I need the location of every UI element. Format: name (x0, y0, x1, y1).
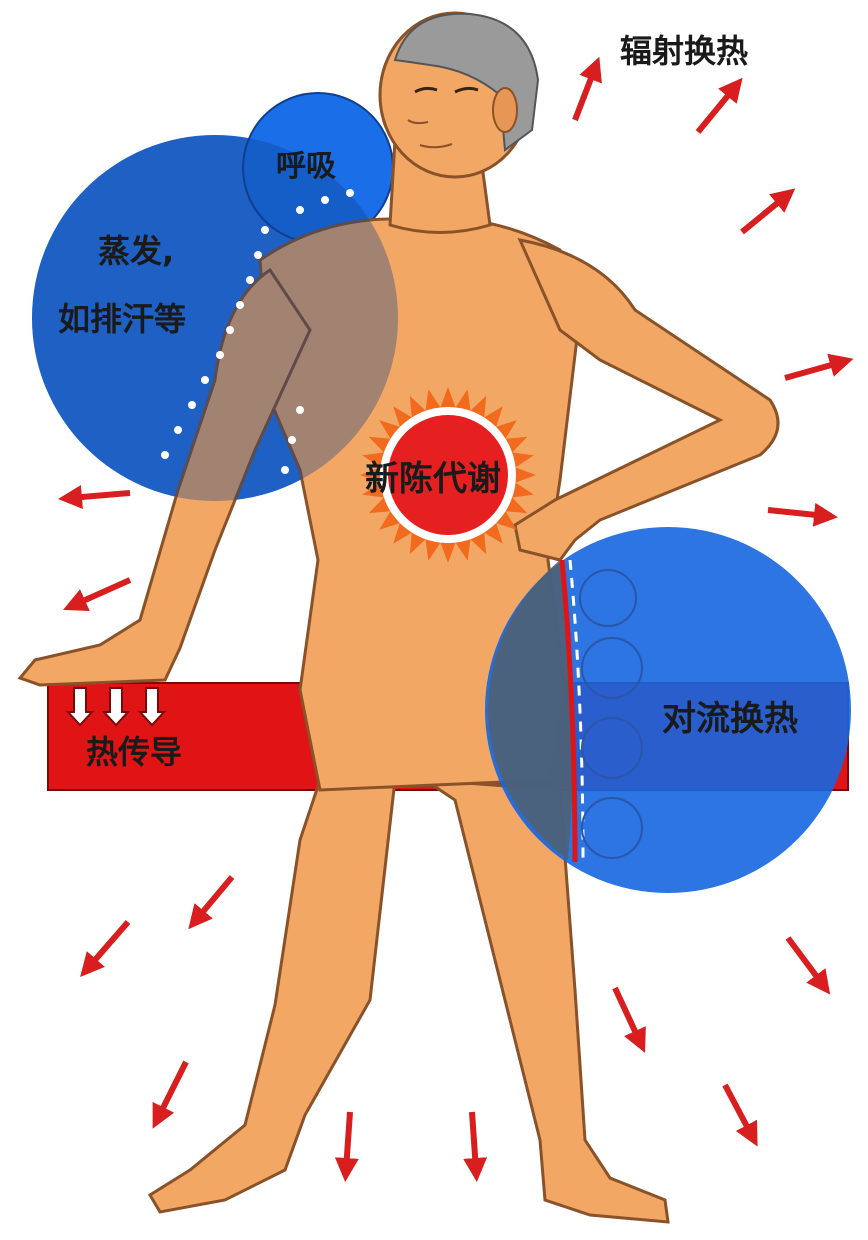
hollow-down-arrow-icon (101, 687, 131, 727)
sweat-droplets (161, 189, 354, 474)
evaporation-label-line1: 蒸发, (98, 232, 174, 270)
sun-icon (360, 387, 536, 563)
sun-core (388, 415, 508, 535)
red-arrow-icon (188, 875, 235, 930)
red-arrow-icon (785, 936, 831, 995)
radiation-arrows (58, 56, 854, 1182)
red-arrow-icon (63, 577, 132, 612)
red-arrow-icon (58, 485, 131, 509)
red-arrow-icon (767, 502, 838, 527)
red-arrow-icon (784, 353, 854, 381)
convection-overlay (488, 560, 575, 860)
metabolism-label: 新陈代谢 (365, 459, 501, 499)
red-arrow-icon (695, 77, 743, 134)
red-arrow-icon (152, 1060, 189, 1129)
evaporation-overlay (32, 135, 398, 501)
conduction-label: 热传导 (86, 733, 182, 771)
red-arrow-icon (334, 1111, 359, 1182)
red-arrow-icon (463, 1111, 488, 1182)
breathing-label: 呼吸 (276, 149, 336, 184)
red-arrow-icon (612, 986, 646, 1053)
red-arrow-icon (722, 1083, 758, 1147)
evaporation-label-line2: 如排汗等 (58, 300, 186, 338)
hollow-down-arrow-icon (137, 687, 167, 727)
red-arrow-icon (740, 188, 796, 235)
red-arrow-icon (80, 920, 131, 978)
red-arrow-icon (572, 56, 602, 122)
convection-label: 对流换热 (662, 699, 798, 739)
conduction-arrows (65, 687, 167, 727)
hollow-down-arrow-icon (65, 687, 95, 727)
radiation-label: 辐射换热 (620, 32, 748, 70)
